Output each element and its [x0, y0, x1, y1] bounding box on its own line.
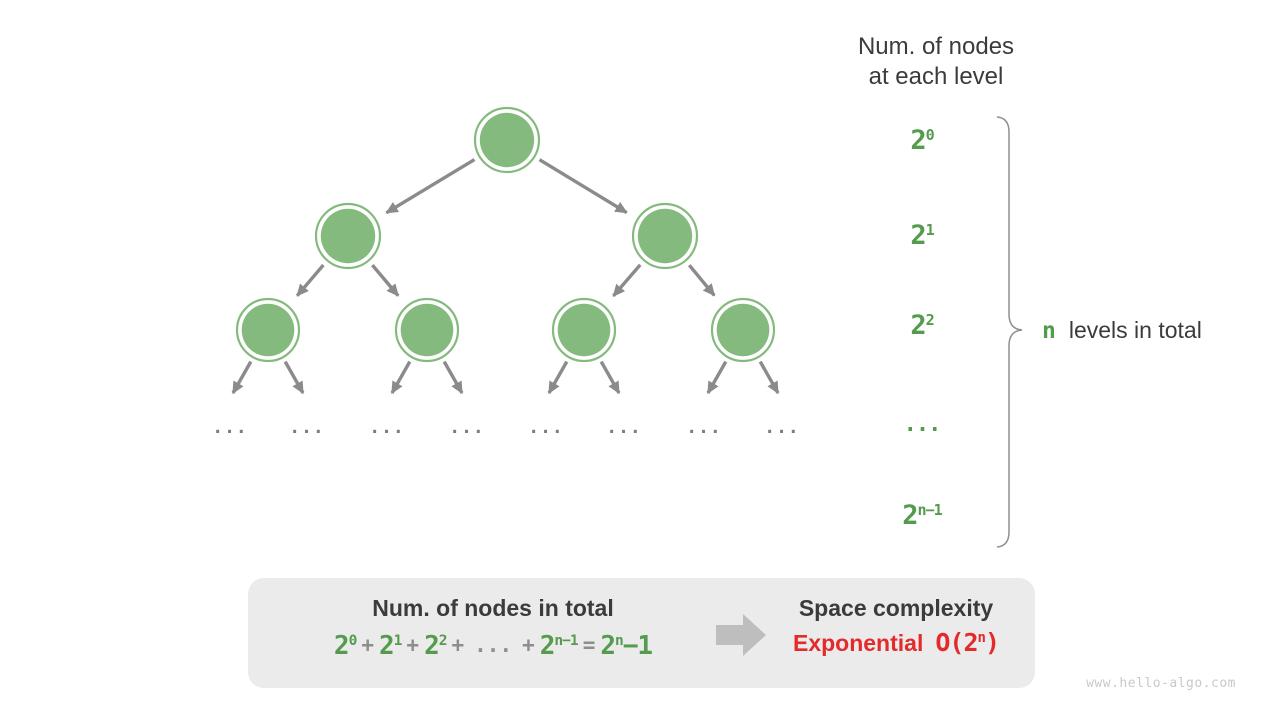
tree-nodes — [235, 106, 776, 363]
edge-l2a-right — [371, 264, 400, 297]
watermark: www.hello-algo.com — [1086, 676, 1236, 691]
formula-term-2-pow-2: 22 — [424, 631, 447, 661]
tree-ellipsis: ... — [212, 417, 248, 438]
formula-term-2-pow-n-1: 2n−1 — [539, 631, 579, 661]
edge-root-right — [538, 158, 628, 215]
tree-node — [394, 297, 460, 363]
tree-ellipsis: ... — [606, 417, 642, 438]
tree-node — [631, 202, 699, 270]
level-count-2-pow-1: 21 — [910, 220, 934, 251]
plus-operator: + — [522, 633, 535, 657]
tree-ellipsis: ... — [449, 417, 485, 438]
level-count-ellipsis: ... — [903, 412, 942, 437]
total-nodes-formula: 20+21+22+...+2n−1=2n−1 — [263, 629, 723, 667]
levels-column-header: Num. of nodes at each level — [826, 32, 1046, 92]
complexity-result: Exponential O(2n) — [770, 628, 1022, 657]
edge-l3a-right — [283, 360, 305, 395]
edge-l2b-right — [687, 264, 716, 297]
plus-operator: + — [451, 633, 465, 657]
n-levels-note: n levels in total — [1042, 315, 1242, 346]
formula-result: 2n−1 — [600, 631, 653, 661]
plus-operator: + — [361, 633, 374, 657]
n-levels-note-text: levels in total — [1068, 317, 1202, 343]
edge-l3c-left — [547, 360, 569, 395]
edge-l3c-right — [599, 360, 621, 395]
edge-l3b-right — [442, 360, 464, 395]
tree-node — [235, 297, 301, 363]
formula-term-2-pow-1: 21 — [379, 631, 402, 661]
tree-ellipsis: ... — [289, 417, 325, 438]
big-o-notation: O(2n) — [935, 628, 1000, 657]
tree-node — [551, 297, 617, 363]
tree-node — [314, 202, 382, 270]
summary-box: Num. of nodes in total 20+21+22+...+2n−1… — [248, 578, 1035, 688]
level-count-2-pow-0: 20 — [910, 125, 934, 156]
n-symbol: n — [1042, 318, 1056, 344]
edge-l3d-right — [758, 360, 780, 395]
tree-ellipsis: ... — [528, 417, 564, 438]
edge-l3d-left — [706, 360, 728, 395]
implies-arrow-icon — [716, 614, 766, 656]
formula-term-2-pow-0: 20 — [333, 631, 357, 661]
plus-operator: + — [406, 633, 420, 657]
total-nodes-title: Num. of nodes in total — [372, 595, 614, 621]
complexity-word: Exponential — [792, 630, 924, 656]
implies-arrow-head — [743, 614, 766, 656]
level-count-2-pow-2: 22 — [910, 310, 934, 341]
edge-l2a-left — [295, 263, 325, 297]
equals-operator: = — [582, 633, 596, 657]
level-count-2-pow-n-1: 2n−1 — [902, 500, 943, 531]
edge-l3b-left — [390, 360, 412, 395]
levels-brace — [996, 116, 1023, 548]
tree-edges — [231, 158, 780, 395]
tree-ellipsis: ... — [764, 417, 800, 438]
edge-l2b-left — [612, 263, 642, 298]
tree-ellipsis: ... — [686, 417, 722, 438]
edge-l3a-left — [231, 360, 253, 395]
levels-column-header-line2: at each level — [868, 63, 1004, 90]
space-complexity-title: Space complexity — [798, 595, 994, 621]
formula-ellipsis: ... — [474, 633, 513, 657]
tree-ellipsis: ... — [369, 417, 405, 438]
implies-arrow-shaft — [716, 625, 743, 645]
tree-node — [710, 297, 776, 363]
edge-root-left — [385, 158, 476, 215]
levels-column-header-line1: Num. of nodes — [857, 33, 1015, 60]
tree-node-root — [473, 106, 541, 174]
